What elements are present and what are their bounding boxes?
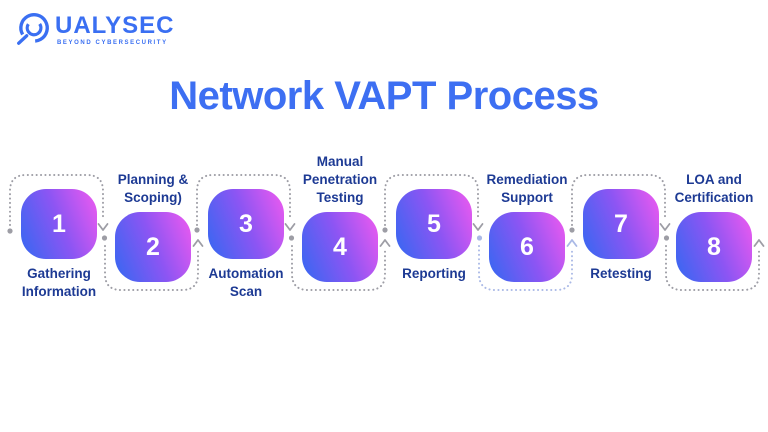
step-7-box: 7: [583, 189, 659, 259]
qualysec-q-icon: [17, 13, 49, 45]
step-5-box: 5: [396, 189, 472, 259]
step-4-box: 4: [302, 212, 378, 282]
step-1-box: 1: [21, 189, 97, 259]
step-2-number: 2: [146, 232, 160, 261]
step-2: 2 Planning & Scoping): [115, 0, 191, 432]
step-3-number: 3: [239, 209, 253, 238]
step-6-box: 6: [489, 212, 565, 282]
step-1-label: Gathering Information: [21, 266, 97, 299]
step-7: 7 Retesting: [583, 0, 659, 432]
step-8-box: 8: [676, 212, 752, 282]
step-6-number: 6: [520, 232, 534, 261]
step-4-label: Manual Penetration Testing: [302, 154, 378, 205]
step-6-label: Remediation Support: [486, 172, 568, 205]
step-5: 5 Reporting: [396, 0, 472, 432]
step-8-label: LOA and Certification: [674, 172, 754, 205]
page-title: Network VAPT Process: [169, 74, 599, 118]
step-5-label: Reporting: [402, 266, 466, 281]
step-3-label: Automation Scan: [208, 266, 284, 299]
brand-wordmark: UALYSEC: [55, 12, 175, 39]
step-7-number: 7: [614, 209, 628, 238]
step-4: 4 Manual Penetration Testing: [302, 0, 378, 432]
step-3: 3 Automation Scan: [208, 0, 284, 432]
step-7-label: Retesting: [590, 266, 652, 281]
step-2-box: 2: [115, 212, 191, 282]
brand-tagline: BEYOND CYBERSECURITY: [57, 40, 168, 46]
step-8: 8 LOA and Certification: [675, 0, 753, 432]
step-5-number: 5: [427, 209, 441, 238]
step-4-number: 4: [333, 232, 347, 261]
step-6: 6 Remediation Support: [486, 0, 568, 432]
step-8-number: 8: [707, 232, 721, 261]
logo-text: UALYSEC BEYOND CYBERSECURITY: [55, 11, 175, 47]
step-1: 1 Gathering Information: [21, 0, 97, 432]
connector-dots-accent: [476, 235, 483, 241]
qualysec-logo: UALYSEC BEYOND CYBERSECURITY: [14, 11, 174, 49]
step-2-label: Planning & Scoping): [117, 172, 189, 205]
step-1-number: 1: [52, 209, 66, 238]
step-3-box: 3: [208, 189, 284, 259]
connector-accent-arrow: [566, 239, 578, 247]
